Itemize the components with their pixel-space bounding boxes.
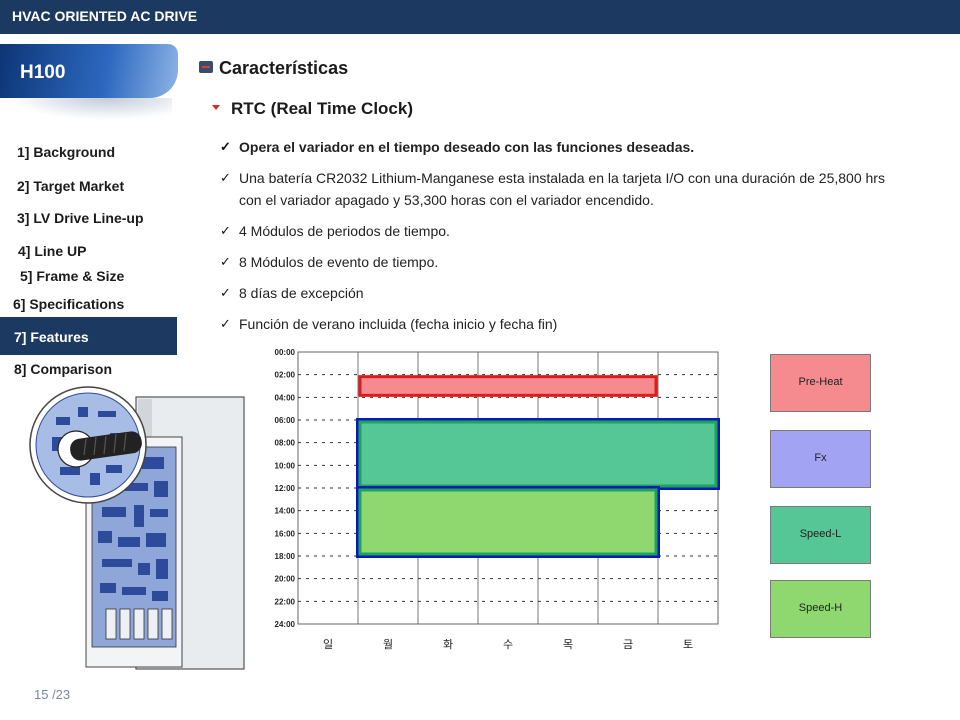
nav-item-features[interactable]: 7] Features — [0, 317, 177, 355]
x-tick-label: 금 — [623, 638, 633, 651]
y-tick-label: 24:00 — [275, 620, 296, 629]
y-tick-label: 12:00 — [275, 484, 296, 493]
header-bar: HVAC ORIENTED AC DRIVE — [0, 0, 960, 34]
y-tick-label: 10:00 — [275, 461, 296, 470]
schedule-block-speed-h — [358, 488, 658, 556]
y-tick-label: 00:00 — [275, 348, 296, 357]
list-item: ✓4 Módulos de periodos de tiempo. — [220, 220, 910, 242]
section-square-icon — [199, 61, 213, 73]
legend-label: Fx — [814, 452, 827, 464]
x-tick-label: 토 — [683, 638, 693, 651]
page-number: 15 /23 — [34, 687, 71, 702]
list-item: ✓Una batería CR2032 Lithium-Manganese es… — [220, 167, 910, 211]
check-icon: ✓ — [220, 285, 231, 300]
red-triangle-icon — [212, 105, 220, 110]
nav-item-comparison[interactable]: 8] Comparison — [14, 361, 113, 377]
list-item: ✓Función de verano incluida (fecha inici… — [220, 313, 910, 335]
schedule-block-fx — [356, 486, 660, 558]
x-tick-label: 목 — [563, 638, 573, 651]
nav-item-lv-drive-line-up[interactable]: 3] LV Drive Line-up — [17, 210, 144, 226]
check-icon: ✓ — [220, 254, 231, 269]
chart-y-ticks: 00:00 02:00 04:00 06:00 08:00 10:00 12:00 14:00… — [275, 348, 296, 629]
check-icon: ✓ — [220, 223, 231, 238]
subsection-title: RTC (Real Time Clock) — [231, 99, 414, 118]
y-tick-label: 08:00 — [275, 439, 296, 448]
nav-item-features-label: 7] Features — [14, 329, 89, 345]
legend-label: Speed-L — [799, 528, 842, 540]
y-tick-label: 16:00 — [275, 529, 296, 538]
legend-label: Pre-Heat — [798, 376, 843, 388]
nav-item-target-market[interactable]: 2] Target Market — [17, 178, 125, 194]
y-tick-label: 22:00 — [275, 597, 296, 606]
nav-item-background[interactable]: 1] Background — [17, 144, 116, 160]
list-item: ✓Opera el variador en el tiempo deseado … — [220, 136, 910, 158]
section-title: Características — [219, 58, 349, 78]
check-icon: ✓ — [220, 170, 231, 185]
legend-item-fx: Fx — [770, 430, 871, 488]
header-title: HVAC ORIENTED AC DRIVE — [12, 8, 198, 24]
feature-list: ✓Opera el variador en el tiempo deseado … — [220, 136, 910, 344]
nav-item-specifications[interactable]: 6] Specifications — [13, 296, 125, 312]
check-icon: ✓ — [220, 316, 231, 331]
y-tick-label: 18:00 — [275, 552, 296, 561]
x-tick-label: 일 — [323, 637, 333, 651]
y-tick-label: 06:00 — [275, 416, 296, 425]
legend-item-speed-h: Speed-H — [770, 580, 871, 638]
list-item: ✓8 Módulos de evento de tiempo. — [220, 251, 910, 273]
nav-item-line-up[interactable]: 4] Line UP — [18, 243, 87, 259]
brand-shadow — [10, 98, 172, 120]
y-tick-label: 02:00 — [275, 371, 296, 380]
x-tick-label: 화 — [443, 638, 453, 651]
nav-item-frame-size[interactable]: 5] Frame & Size — [20, 268, 125, 284]
drive-board-illustration — [29, 386, 245, 670]
x-tick-label: 월 — [383, 638, 393, 651]
schedule-block-pre-heat — [358, 375, 658, 397]
legend-item-speed-l: Speed-L — [770, 506, 871, 564]
brand-tab — [0, 44, 178, 98]
list-item: ✓8 días de excepción — [220, 282, 910, 304]
x-tick-label: 수 — [503, 638, 513, 651]
check-icon: ✓ — [220, 139, 231, 154]
chart-blocks — [356, 375, 720, 558]
y-tick-label: 14:00 — [275, 507, 296, 516]
y-tick-label: 20:00 — [275, 575, 296, 584]
rtc-timeline-chart: 00:00 02:00 04:00 06:00 08:00 10:00 12:00 14:00… — [275, 348, 720, 651]
legend-label: Speed-H — [798, 602, 843, 614]
legend-item-pre-heat: Pre-Heat — [770, 354, 871, 412]
y-tick-label: 04:00 — [275, 393, 296, 402]
brand-name: H100 — [20, 62, 66, 83]
schedule-block-speed-l — [358, 420, 718, 488]
